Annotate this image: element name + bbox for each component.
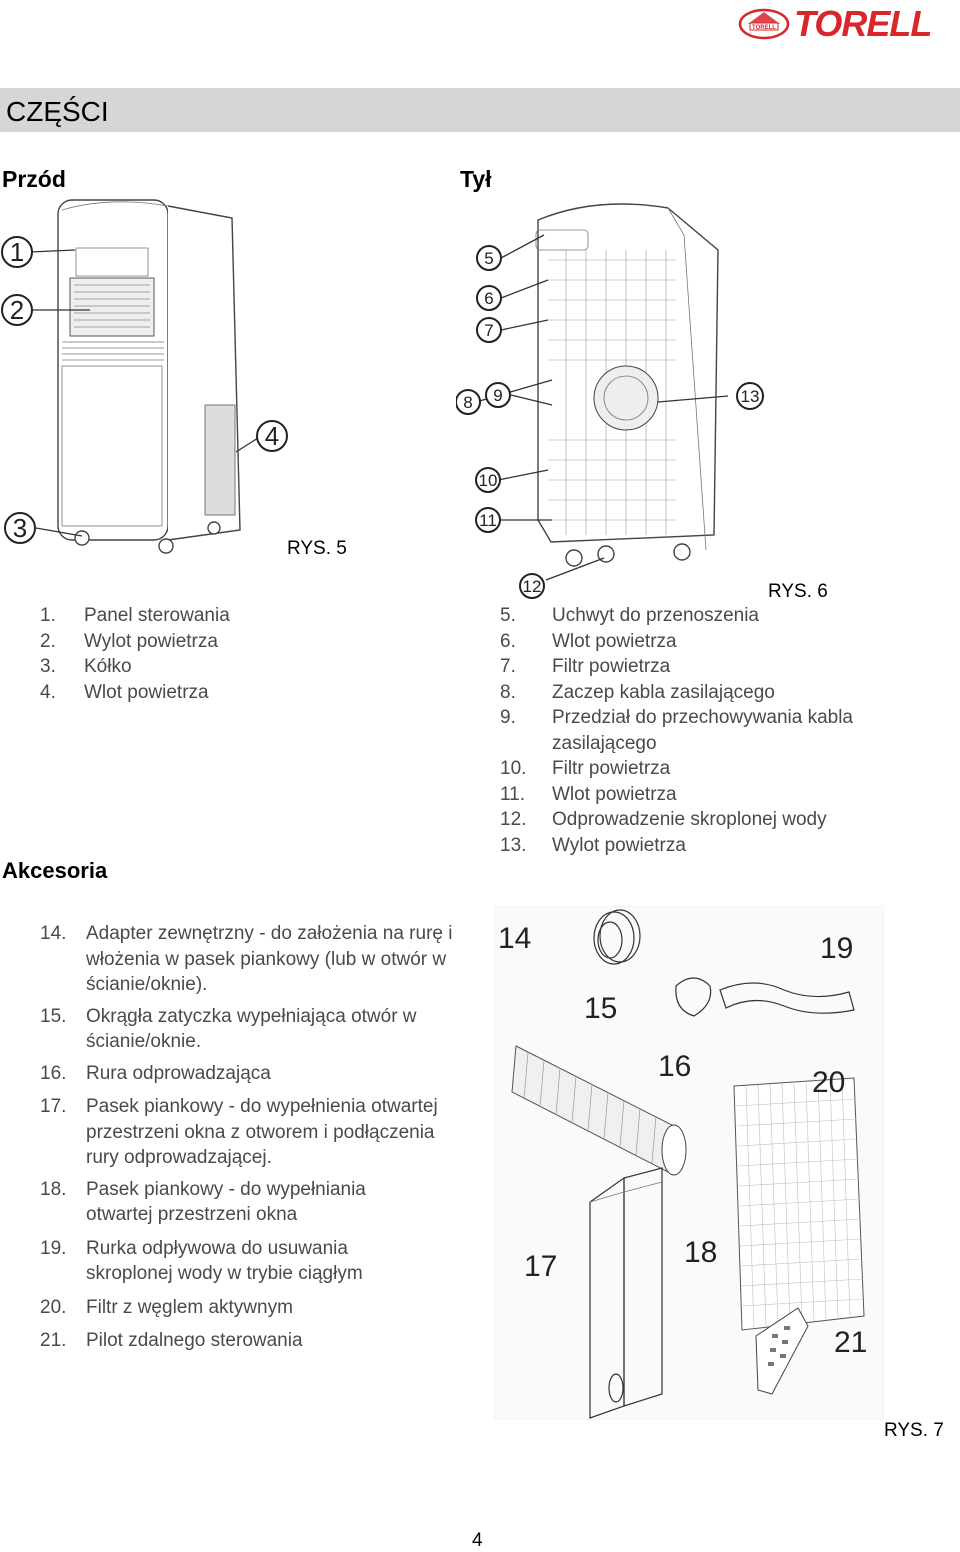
- list-item: 7.Filtr powietrza: [500, 656, 671, 677]
- brand-name: TORELL: [794, 3, 932, 44]
- list-item: 5.Uchwyt do przenoszenia: [500, 605, 759, 626]
- callout-18: 18: [684, 1236, 717, 1269]
- torell-logo: TORELL: [738, 8, 790, 40]
- remote-control-part: [755, 1307, 809, 1395]
- callout-20: 20: [812, 1066, 845, 1099]
- page-number: 4: [472, 1530, 483, 1551]
- list-item: 16.Rura odprowadzająca: [40, 1062, 271, 1084]
- list-item: 1.Panel sterowania: [40, 605, 230, 626]
- callout-13: 13: [741, 387, 760, 406]
- back-title: Tył: [460, 166, 492, 192]
- callout-10: 10: [479, 471, 498, 490]
- callout-14: 14: [498, 922, 531, 955]
- callout-19: 19: [820, 932, 853, 965]
- list-item: 8.Zaczep kabla zasilającego: [500, 681, 775, 703]
- section-header-bar: [0, 88, 960, 132]
- list-item: 21.Pilot zdalnego sterowania: [40, 1330, 303, 1351]
- list-item: 15.Okrągła zatyczka wypełniająca otwór w…: [40, 1005, 417, 1053]
- callout-11: 11: [479, 511, 497, 530]
- callout-15: 15: [584, 992, 617, 1025]
- back-unit-illustration: 5 6 7 8 9 10 11 12 13: [456, 203, 764, 599]
- back-parts-list: 5.Uchwyt do przenoszenia 6.Wlot powietrz…: [500, 603, 940, 858]
- callout-5: 5: [484, 249, 493, 268]
- callout-7: 7: [484, 321, 493, 340]
- callout-8: 8: [463, 393, 472, 412]
- list-item: 18.Pasek piankowy - do wypełniania otwar…: [40, 1178, 366, 1226]
- callout-21: 21: [834, 1326, 867, 1359]
- accessories-list: 14.Adapter zewnętrzny - do założenia na …: [40, 921, 470, 1354]
- figure-label-rys5: RYS. 5: [287, 538, 347, 559]
- callout-4: 4: [265, 421, 279, 451]
- list-item: 10.Filtr powietrza: [500, 758, 671, 779]
- logo-mark-icon: TORELL: [738, 8, 790, 40]
- front-parts-list: 1.Panel sterowania 2.Wylot powietrza 3.K…: [40, 603, 300, 705]
- section-title: CZĘŚCI: [6, 96, 109, 127]
- adapter-part: [593, 909, 641, 965]
- list-item: 17.Pasek piankowy - do wypełnienia otwar…: [40, 1096, 438, 1168]
- svg-text:TORELL: TORELL: [752, 25, 776, 31]
- figure-label-rys7: RYS. 7: [884, 1420, 944, 1441]
- list-item: 4.Wlot powietrza: [40, 681, 209, 703]
- exhaust-hose-part: [511, 1045, 687, 1176]
- list-item: 11.Wlot powietrza: [500, 783, 677, 805]
- figure-label-rys6: RYS. 6: [768, 581, 828, 602]
- list-item: 6.Wlot powietrza: [500, 630, 677, 652]
- list-item: 3.Kółko: [40, 656, 132, 677]
- callout-1: 1: [10, 237, 24, 267]
- front-unit-illustration: 1 2 3 4: [1, 199, 288, 554]
- list-item: 20.Filtr z węglem aktywnym: [40, 1296, 293, 1318]
- list-item: 2.Wylot powietrza: [40, 630, 218, 652]
- accessories-illustration: 14 15 16 17 18 19 20 21: [494, 906, 884, 1420]
- list-item: 13.Wylot powietrza: [500, 834, 686, 856]
- list-item: 19.Rurka odpływowa do usuwania skroplone…: [40, 1237, 363, 1285]
- list-item: 14.Adapter zewnętrzny - do założenia na …: [40, 923, 453, 995]
- accessories-title: Akcesoria: [2, 858, 108, 883]
- foam-strip-parts: [589, 1167, 663, 1419]
- list-item: 9.Przedział do przechowywania kabla zasi…: [500, 707, 853, 754]
- front-title: Przód: [2, 166, 66, 192]
- callout-16: 16: [658, 1050, 691, 1083]
- list-item: 12.Odprowadzenie skroplonej wody: [500, 809, 827, 830]
- callout-3: 3: [13, 513, 27, 543]
- callout-12: 12: [523, 577, 542, 596]
- carbon-filter-part: [733, 1077, 865, 1331]
- callout-9: 9: [493, 386, 502, 405]
- callout-17: 17: [524, 1250, 557, 1283]
- callout-2: 2: [10, 295, 24, 325]
- callout-6: 6: [484, 289, 493, 308]
